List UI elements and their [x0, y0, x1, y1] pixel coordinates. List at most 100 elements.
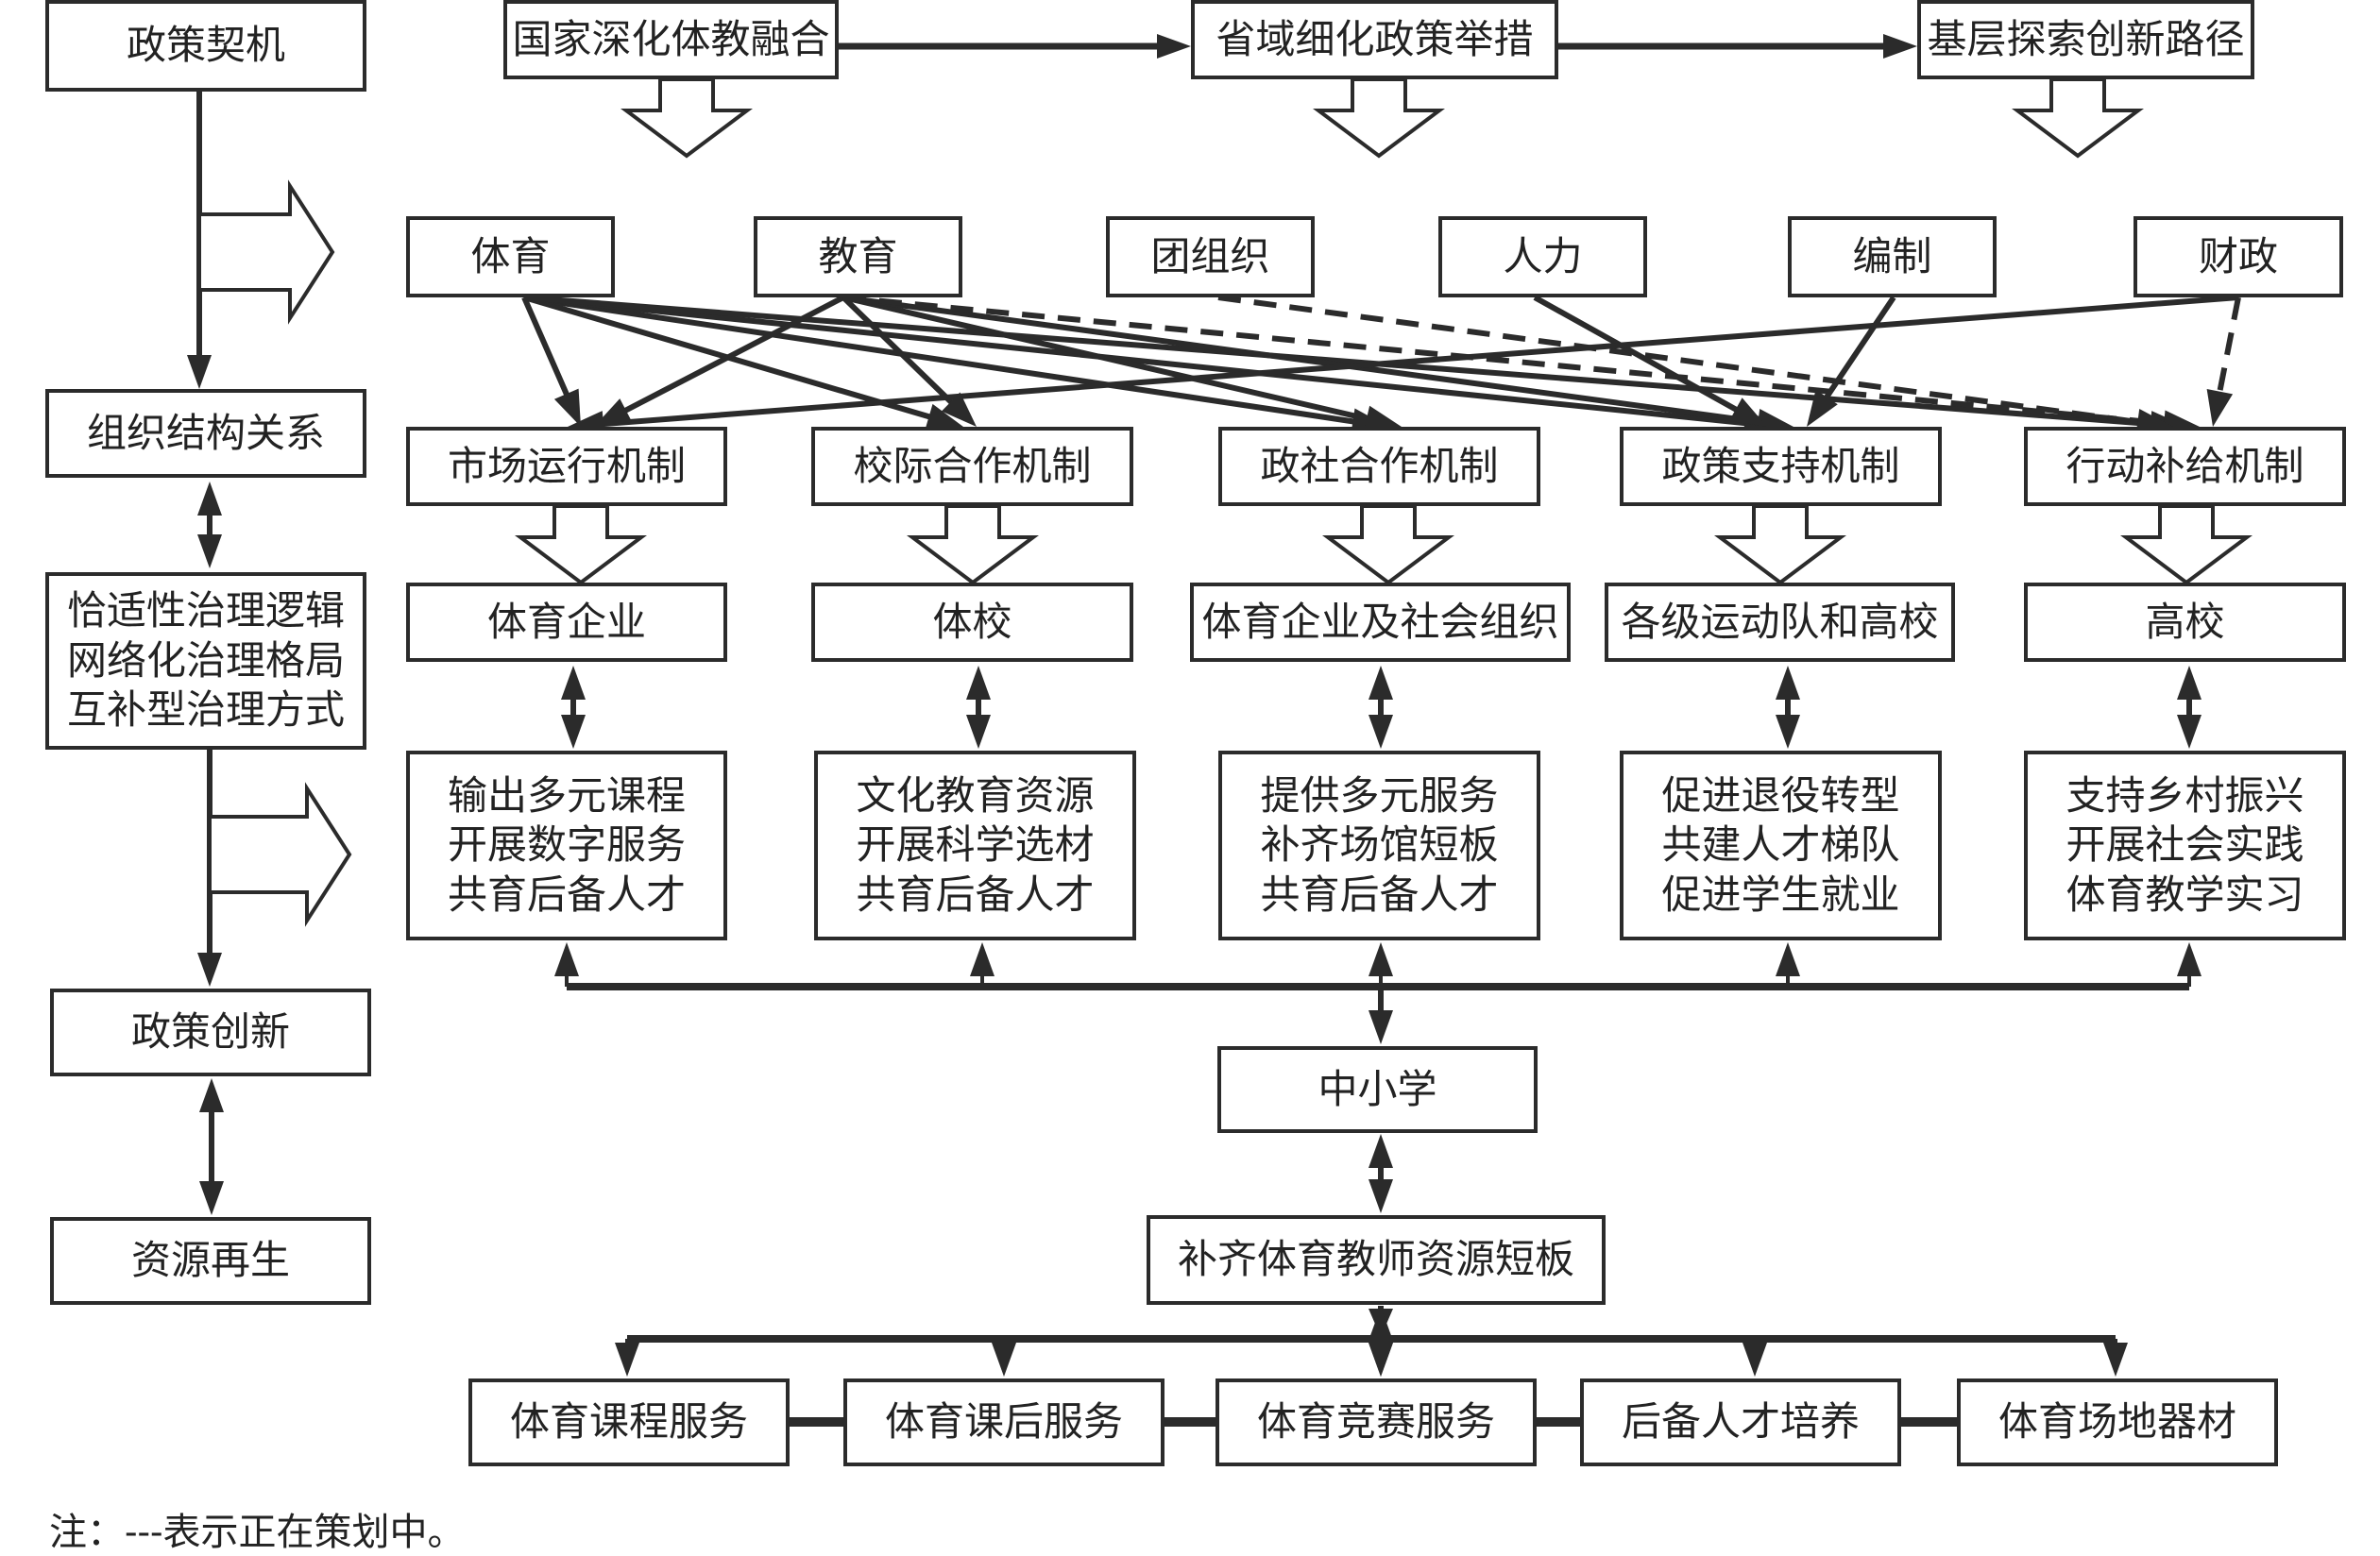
arrowhead-icon: [594, 398, 633, 427]
policy-level-label: 省域细化政策举措: [1216, 15, 1534, 62]
arrowhead-icon: [1368, 1134, 1393, 1168]
service-label: 体育竞赛服务: [1256, 1398, 1495, 1446]
entity-enterprise-social-org: 体育企业及社会组织: [1190, 583, 1571, 662]
arrowhead-icon: [1157, 34, 1191, 59]
function-line: 补齐场馆短板: [1260, 821, 1499, 869]
function-line: 提供多元服务: [1260, 771, 1499, 819]
arrowhead-icon: [561, 666, 586, 700]
function-line: 体育教学实习: [2066, 871, 2304, 918]
service-label: 体育课程服务: [509, 1398, 748, 1446]
arrowhead-icon: [199, 1078, 224, 1112]
governance-line: 网络化治理格局: [66, 636, 345, 684]
edge-active: [523, 295, 1361, 426]
arrowhead-icon: [1807, 389, 1838, 427]
function-line: 共育后备人才: [1260, 871, 1499, 918]
arrowhead-icon: [1368, 666, 1393, 700]
mechanism-action-supply: 行动补给机制: [2024, 427, 2346, 506]
edge-active: [841, 295, 959, 409]
arrowhead-icon: [2177, 666, 2202, 700]
arrowhead-icon: [1368, 1179, 1393, 1213]
teacher-gap-label: 补齐体育教师资源短板: [1177, 1236, 1574, 1283]
department-youth-league: 团组织: [1106, 216, 1315, 297]
function-line: 共建人才梯队: [1661, 821, 1900, 869]
org-structure-label: 组织结构关系: [86, 409, 325, 456]
schools-box: 中小学: [1217, 1046, 1538, 1133]
arrowhead-icon: [197, 534, 222, 568]
service-competition: 体育竞赛服务: [1216, 1378, 1537, 1466]
function-line: 支持乡村振兴: [2066, 771, 2304, 819]
teacher-gap-box: 补齐体育教师资源短板: [1147, 1215, 1606, 1305]
edge-active: [596, 295, 2239, 428]
policy-innovation-box: 政策创新: [50, 989, 371, 1076]
edge-active: [523, 295, 1753, 427]
department-label: 体育: [470, 232, 551, 279]
governance-line: 互补型治理方式: [66, 686, 345, 734]
arrowhead-icon: [1883, 34, 1917, 59]
mechanism-market: 市场运行机制: [406, 427, 727, 506]
arrowhead-icon: [553, 388, 581, 427]
hollow-down-arrow-icon: [2012, 77, 2144, 159]
arrowhead-icon: [1363, 405, 1402, 432]
hollow-down-arrow-icon: [2120, 504, 2252, 585]
service-curriculum: 体育课程服务: [468, 1378, 790, 1466]
department-finance: 财政: [2134, 216, 2343, 297]
legend-note: 注：---表示正在策划中。: [49, 1511, 466, 1554]
function-line: 输出多元课程: [447, 771, 686, 819]
department-human-resources: 人力: [1438, 216, 1647, 297]
arrowhead-icon: [966, 715, 991, 749]
service-facilities: 体育场地器材: [1957, 1378, 2278, 1466]
governance-line: 恰适性治理逻辑: [66, 587, 345, 634]
policy-level-grassroots: 基层探索创新路径: [1917, 0, 2254, 79]
policy-opportunity-label: 政策契机: [126, 22, 285, 69]
service-label: 后备人才培养: [1621, 1398, 1860, 1446]
edge-planned: [842, 295, 2172, 428]
policy-level-label: 基层探索创新路径: [1927, 15, 2245, 62]
entity-sports-enterprise: 体育企业: [406, 583, 727, 662]
governance-box: 恰适性治理逻辑 网络化治理格局 互补型治理方式: [45, 572, 366, 750]
mechanism-label: 行动补给机制: [2066, 442, 2304, 489]
resource-regeneration-label: 资源再生: [130, 1237, 290, 1284]
arrowhead-icon: [1368, 942, 1393, 976]
function-line: 开展科学选材: [856, 821, 1095, 869]
function-box-3: 提供多元服务 补齐场馆短板 共育后备人才: [1218, 751, 1540, 940]
mechanism-label: 校际合作机制: [853, 442, 1092, 489]
hollow-down-arrow-icon: [1322, 504, 1454, 585]
arrowhead-icon: [2103, 1343, 2128, 1377]
arrowhead-icon: [1742, 1343, 1767, 1377]
mechanism-policy-support: 政策支持机制: [1620, 427, 1942, 506]
arrowhead-icon: [2177, 715, 2202, 749]
hollow-right-arrow-icon: [197, 179, 335, 325]
org-structure-box: 组织结构关系: [45, 389, 366, 478]
function-box-2: 文化教育资源 开展科学选材 共育后备人才: [814, 751, 1136, 940]
arrowhead-icon: [992, 1343, 1016, 1377]
department-education: 教育: [754, 216, 962, 297]
arrowhead-icon: [197, 953, 222, 987]
department-label: 财政: [2198, 232, 2278, 279]
arrowhead-icon: [187, 355, 212, 389]
hollow-down-arrow-icon: [620, 77, 753, 159]
resource-regeneration-box: 资源再生: [50, 1217, 371, 1305]
function-box-1: 输出多元课程 开展数字服务 共育后备人才: [406, 751, 727, 940]
arrowhead-icon: [2177, 942, 2202, 976]
entity-label: 体育企业及社会组织: [1201, 598, 1559, 645]
department-staffing: 编制: [1788, 216, 1997, 297]
arrowhead-icon: [970, 942, 994, 976]
function-line: 促进学生就业: [1661, 871, 1900, 918]
policy-level-provincial: 省域细化政策举措: [1191, 0, 1558, 79]
service-label: 体育场地器材: [1998, 1398, 2236, 1446]
entity-sports-school: 体校: [811, 583, 1133, 662]
function-line: 开展数字服务: [447, 821, 686, 869]
arrowhead-icon: [561, 715, 586, 749]
entity-label: 高校: [2145, 598, 2225, 645]
arrowhead-icon: [554, 942, 579, 976]
edge-active: [618, 295, 845, 416]
arrowhead-icon: [2206, 389, 2234, 427]
entity-teams-universities: 各级运动队和高校: [1605, 583, 1955, 662]
arrowhead-icon: [966, 666, 991, 700]
mechanism-label: 政策支持机制: [1661, 442, 1900, 489]
edge-active: [842, 295, 1766, 426]
entity-label: 体校: [932, 598, 1012, 645]
hollow-down-arrow-icon: [1313, 77, 1445, 159]
policy-innovation-label: 政策创新: [130, 1008, 290, 1056]
